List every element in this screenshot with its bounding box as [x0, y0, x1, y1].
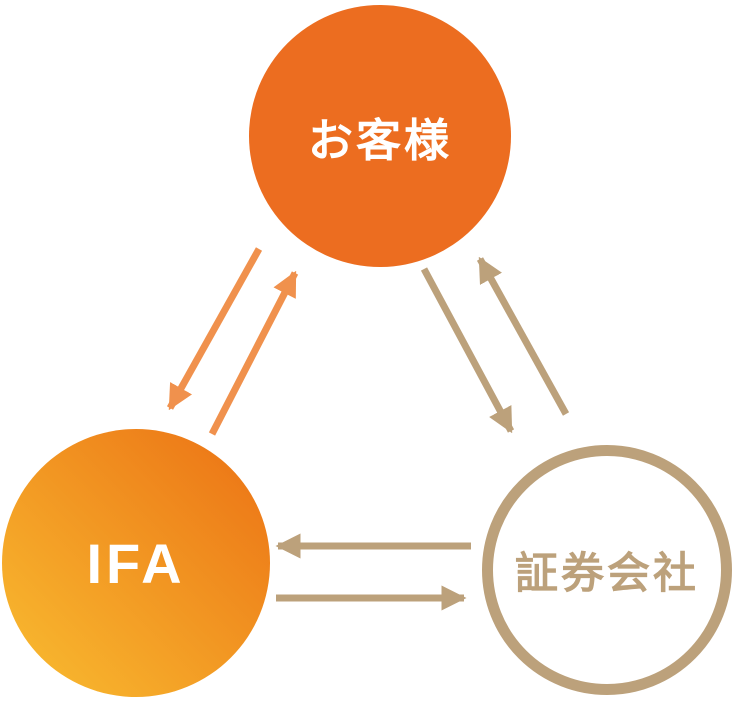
node-ifa: IFA	[2, 429, 270, 697]
arrow-securities-to-customer	[476, 256, 570, 416]
arrow-ifa-to-customer	[208, 270, 299, 436]
node-securities-label: 証券会社	[515, 550, 699, 598]
node-ifa-label: IFA	[86, 531, 186, 595]
node-securities: 証券会社	[482, 445, 732, 695]
node-customer-label: お客様	[307, 114, 452, 166]
arrow-customer-to-securities	[420, 267, 515, 434]
arrow-customer-to-ifa	[166, 247, 263, 411]
node-customer: お客様	[249, 5, 511, 267]
